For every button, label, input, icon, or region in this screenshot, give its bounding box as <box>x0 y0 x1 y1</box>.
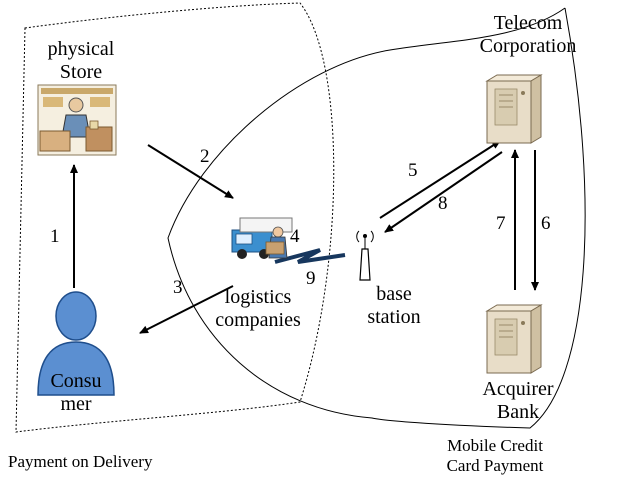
step-label: 8 <box>438 193 448 214</box>
consumer-label-line1: Consu <box>50 370 102 392</box>
logistics-label-line2: companies <box>215 309 301 331</box>
telecom-label: Telecom Corporation <box>458 12 598 58</box>
antenna-icon <box>356 230 374 281</box>
logistics-label: logistics companies <box>208 286 308 332</box>
bank-label: Acquirer Bank <box>468 378 568 424</box>
consumer-label-line2: mer <box>60 393 92 415</box>
region-mobile-credit-boundary <box>167 7 586 429</box>
bank-label-line2: Bank <box>496 401 540 423</box>
base-station-label-line2: station <box>367 306 421 328</box>
mobile-credit-caption-line1: Mobile Credit <box>447 436 543 455</box>
server-icon <box>485 304 543 374</box>
mobile-credit-caption-line2: Card Payment <box>446 455 544 475</box>
store-label-line1: physical <box>47 38 115 60</box>
arrow-step-2 <box>147 144 234 199</box>
mobile-credit-caption: Mobile Credit Card Payment <box>430 436 560 475</box>
base-station-label-line1: base <box>376 283 412 305</box>
arrow-step-5 <box>379 140 501 219</box>
step-label: 1 <box>50 226 60 247</box>
step-label: 4 <box>290 226 300 247</box>
logistics-label-line1: logistics <box>224 286 292 308</box>
server-icon <box>485 74 543 144</box>
delivery-truck-icon <box>231 217 293 259</box>
consumer-label: Consu mer <box>36 370 116 416</box>
region-payment-on-delivery-boundary <box>15 2 335 433</box>
payment-on-delivery-caption: Payment on Delivery <box>8 452 153 471</box>
shop-clerk-icon <box>37 84 117 156</box>
step-label: 3 <box>173 277 183 298</box>
step-label: 9 <box>306 268 316 289</box>
step-label: 2 <box>200 146 210 167</box>
step-label: 5 <box>408 160 418 181</box>
arrow-step-8 <box>384 151 503 233</box>
lightning-bolt-icon <box>274 248 346 264</box>
bank-label-line1: Acquirer <box>482 378 554 400</box>
store-label: physical Store <box>36 38 126 84</box>
step-label: 7 <box>496 213 506 234</box>
telecom-label-line1: Telecom <box>493 12 563 34</box>
arrow-step-3 <box>139 285 234 334</box>
person-icon <box>37 291 115 396</box>
step-label: 6 <box>541 213 551 234</box>
base-station-label: base station <box>355 283 433 329</box>
telecom-label-line2: Corporation <box>479 35 577 57</box>
store-label-line2: Store <box>59 61 103 83</box>
